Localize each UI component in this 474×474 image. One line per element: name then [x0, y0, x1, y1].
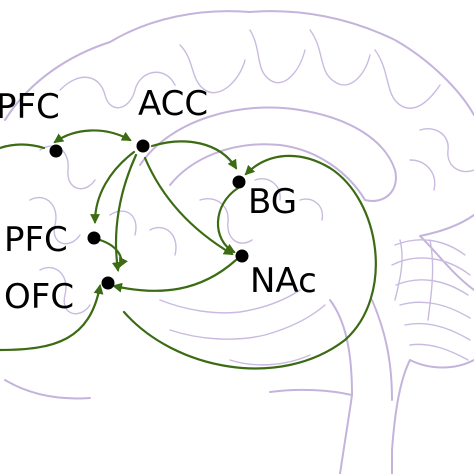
- arrow-acc-to-ofc: [111, 153, 138, 272]
- brainstem: [329, 299, 393, 401]
- nodes: [49, 139, 249, 290]
- arrow-pfc-mid-to-ofc: [98, 238, 128, 268]
- connections: [0, 129, 377, 370]
- node-acc: [136, 139, 150, 153]
- label-pfc-mid: PFC: [4, 220, 68, 260]
- node-pfc-mid: [87, 231, 101, 245]
- node-ofc: [101, 276, 115, 290]
- label-acc: ACC: [138, 84, 208, 124]
- label-ofc: OFC: [4, 277, 74, 317]
- cortical-gyri: [29, 29, 474, 366]
- brain-outline: [4, 10, 474, 474]
- arrow-acc-to-bg: [150, 140, 238, 170]
- cerebellum-folds: [391, 239, 471, 361]
- arrow-pfc-top-to-acc: [53, 129, 132, 144]
- arrow-loop-left-pfc: [0, 143, 46, 150]
- arrow-loop-left-ofc: [0, 284, 104, 352]
- label-nac: NAc: [250, 261, 317, 301]
- arrow-nac-to-ofc: [112, 258, 238, 293]
- label-pfc-top: PFC: [0, 87, 60, 127]
- label-bg: BG: [248, 182, 297, 222]
- brain-outer-contour: [4, 10, 474, 474]
- arrow-acc-to-pfc-mid: [90, 150, 136, 224]
- node-nac: [235, 249, 249, 263]
- node-pfc-top: [49, 144, 63, 158]
- labels: PFC ACC BG PFC NAc OFC: [0, 84, 317, 317]
- arrow-bg-to-nac: [216, 186, 240, 254]
- arrow-loop-bg: [122, 154, 377, 370]
- corpus-callosum: [139, 106, 397, 202]
- node-bg: [232, 175, 246, 189]
- arrow-acc-to-nac: [143, 156, 234, 256]
